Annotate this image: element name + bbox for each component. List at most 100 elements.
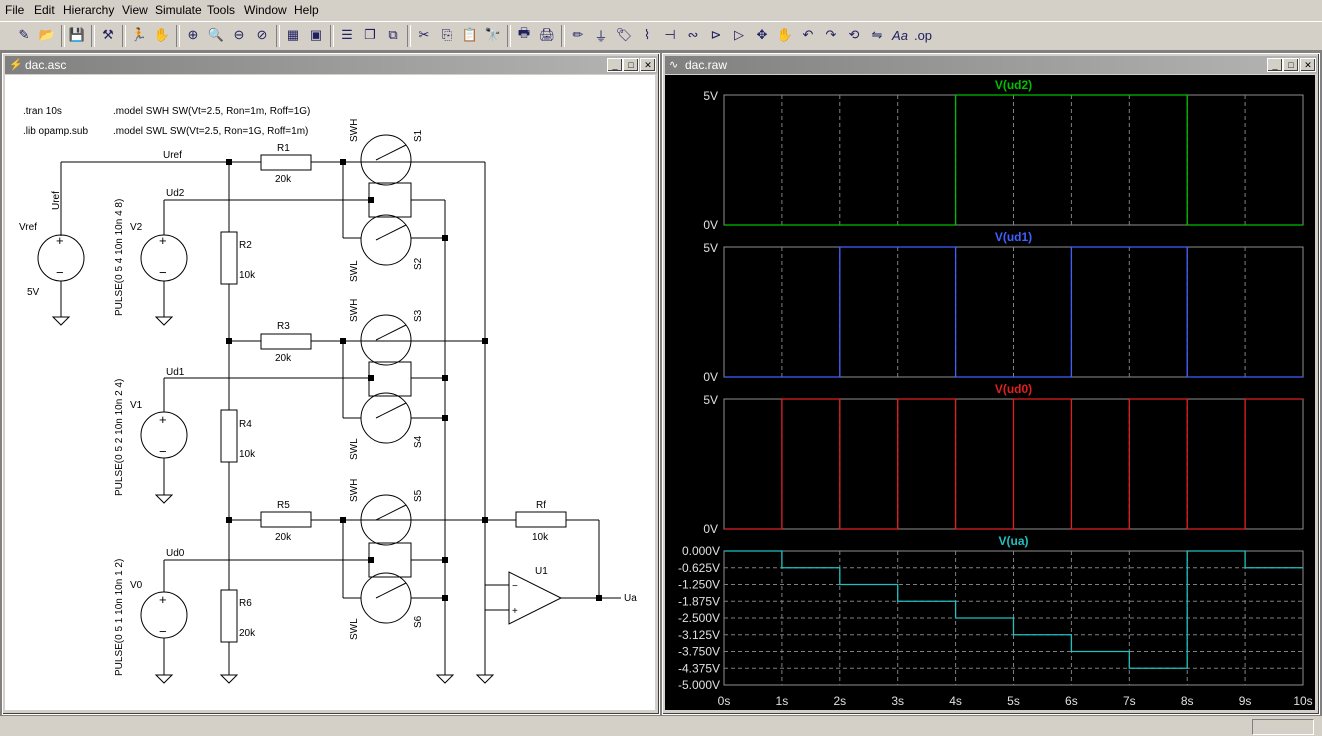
drag-icon[interactable]: ✋ xyxy=(776,27,794,42)
menu-tools[interactable]: Tools xyxy=(207,3,236,17)
cascade-icon[interactable]: ❐ xyxy=(364,27,376,42)
r4-value: 10k xyxy=(239,449,256,460)
y-tick-label: 0.000V xyxy=(682,544,720,558)
tile-icon[interactable]: ▣ xyxy=(309,27,323,42)
waveform-titlebar[interactable]: ∿ dac.raw _ □ ✕ xyxy=(665,56,1317,74)
y-tick-label: 5V xyxy=(703,393,718,407)
print-icon[interactable]: 🖨 xyxy=(538,27,556,42)
resistor-icon[interactable]: ⌇ xyxy=(643,27,651,42)
redo-icon[interactable]: ↷ xyxy=(825,27,837,42)
zoom-cancel-icon[interactable]: ⊘ xyxy=(256,27,268,42)
s1-name: S1 xyxy=(413,129,424,142)
y-tick-label: -3.750V xyxy=(678,645,720,659)
svg-text:+: + xyxy=(159,592,167,607)
schematic-window: ⚡ dac.asc _ □ ✕ xyxy=(2,53,660,715)
move-icon[interactable]: ✥ xyxy=(756,27,768,42)
menu-hierarchy[interactable]: Hierarchy xyxy=(63,3,115,17)
s4-model: SWL xyxy=(349,438,360,460)
s6-model: SWL xyxy=(349,618,360,640)
s3-model: SWH xyxy=(349,299,360,322)
swl-model-directive[interactable]: .model SWL SW(Vt=2.5, Ron=1G, Roff=1m) xyxy=(113,126,308,137)
minimize-button[interactable]: _ xyxy=(1267,58,1283,72)
maximize-button[interactable]: □ xyxy=(1283,58,1299,72)
new-schematic-icon[interactable]: ✎ xyxy=(18,27,30,42)
run-icon[interactable]: 🏃 xyxy=(130,27,148,42)
menu-simulate[interactable]: Simulate xyxy=(155,3,202,17)
y-tick-label: -2.500V xyxy=(678,611,720,625)
zoom-out-icon[interactable]: ⊖ xyxy=(233,27,245,42)
diode-icon[interactable]: ⊳ xyxy=(710,27,722,42)
net-label-ud2: Ud2 xyxy=(166,188,185,199)
swh-model-directive[interactable]: .model SWH SW(Vt=2.5, Ron=1m, Roff=1G) xyxy=(113,106,310,117)
tran-directive[interactable]: .tran 10s xyxy=(23,106,62,117)
net-label-uref-side: Uref xyxy=(51,191,62,210)
s5-model: SWH xyxy=(349,479,360,502)
halt-icon[interactable]: ✋ xyxy=(153,27,171,42)
label-icon[interactable]: 🏷 xyxy=(615,27,633,42)
v0-name: V0 xyxy=(130,580,143,591)
s4-name: S4 xyxy=(413,435,424,448)
toolbar-separator xyxy=(561,25,565,47)
mirror-icon[interactable]: ⇋ xyxy=(871,27,883,42)
control-panel-icon[interactable]: ⚒ xyxy=(102,27,114,42)
cut-icon[interactable]: ✂ xyxy=(418,27,430,42)
close-button[interactable]: ✕ xyxy=(640,58,656,72)
trace-vua xyxy=(724,550,1303,669)
inductor-icon[interactable]: ∾ xyxy=(687,27,699,42)
toolbar-separator xyxy=(507,25,511,47)
lib-directive[interactable]: .lib opamp.sub xyxy=(23,126,88,137)
rotate-icon[interactable]: ⟲ xyxy=(848,27,860,42)
draw-wire-icon[interactable]: ✏ xyxy=(572,27,584,42)
toolbar-separator xyxy=(91,25,95,47)
menu-view[interactable]: View xyxy=(122,3,148,17)
x-tick-label: 10s xyxy=(1293,694,1312,708)
tile-horizontal-icon[interactable]: ☰ xyxy=(341,27,353,42)
autoscale-icon[interactable]: ▦ xyxy=(286,27,300,42)
rf-value: 10k xyxy=(532,532,549,543)
schematic-canvas[interactable]: .tran 10s .lib opamp.sub .model SWH SW(V… xyxy=(5,75,655,710)
ground-icon[interactable]: ⏚ xyxy=(594,28,608,44)
vref-value: 5V xyxy=(27,287,40,298)
open-icon[interactable]: 📂 xyxy=(38,27,56,42)
y-tick-label: -0.625V xyxy=(678,561,720,575)
s5-name: S5 xyxy=(413,489,424,502)
maximize-button[interactable]: □ xyxy=(623,58,639,72)
paste-icon[interactable]: 📋 xyxy=(461,27,479,42)
print-setup-icon[interactable]: 🖶 xyxy=(517,25,531,40)
copy-icon[interactable]: ⎘ xyxy=(441,27,453,42)
save-icon[interactable]: 💾 xyxy=(68,27,86,42)
r1-name: R1 xyxy=(277,143,290,154)
rf-name: Rf xyxy=(536,500,546,511)
trace-title: V(ud0) xyxy=(995,382,1032,396)
undo-icon[interactable]: ↶ xyxy=(802,27,814,42)
zoom-in-icon[interactable]: ⊕ xyxy=(187,27,199,42)
opamp-plus: + xyxy=(512,606,518,617)
toolbar-separator xyxy=(61,25,65,47)
trace-vud0 xyxy=(724,398,1303,530)
v1-name: V1 xyxy=(130,400,143,411)
find-icon[interactable]: 🔭 xyxy=(484,27,502,42)
toolbar-separator xyxy=(176,25,180,47)
menu-edit[interactable]: Edit xyxy=(34,3,55,17)
s2-model: SWL xyxy=(349,260,360,282)
y-tick-label: -3.125V xyxy=(678,628,720,642)
schematic-titlebar[interactable]: ⚡ dac.asc _ □ ✕ xyxy=(5,56,657,74)
menu-bar: File Edit Hierarchy View Simulate Tools … xyxy=(0,0,1322,20)
net-label-uref: Uref xyxy=(163,150,182,161)
y-tick-label: 0V xyxy=(703,370,718,384)
component-icon[interactable]: ▷ xyxy=(734,27,744,42)
menu-window[interactable]: Window xyxy=(244,3,287,17)
close-button[interactable]: ✕ xyxy=(1300,58,1316,72)
capacitor-icon[interactable]: ⊣ xyxy=(664,27,676,42)
close-all-icon[interactable]: ⧉ xyxy=(388,27,398,42)
menu-file[interactable]: File xyxy=(5,3,25,17)
x-tick-label: 5s xyxy=(1007,694,1020,708)
menu-help[interactable]: Help xyxy=(294,3,319,17)
y-tick-label: -5.000V xyxy=(678,678,720,692)
x-tick-label: 3s xyxy=(891,694,904,708)
zoom-area-icon[interactable]: 🔍 xyxy=(207,27,225,42)
text-icon[interactable]: Aa xyxy=(892,27,908,43)
spice-directive-icon[interactable]: .op xyxy=(913,27,933,43)
minimize-button[interactable]: _ xyxy=(607,58,623,72)
